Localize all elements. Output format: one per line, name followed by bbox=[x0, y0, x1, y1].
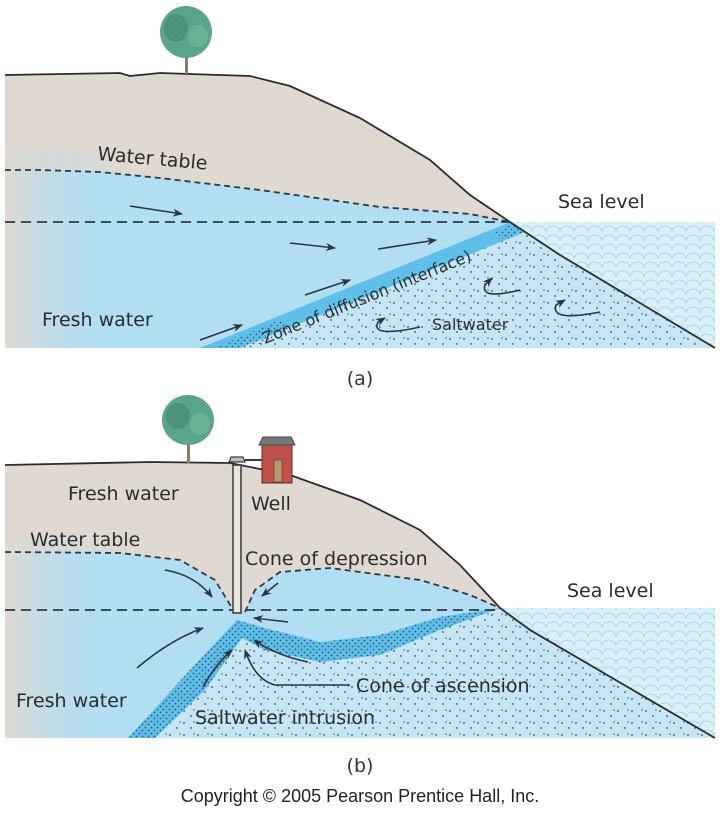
saltwater-dots-a bbox=[200, 222, 715, 348]
well-icon bbox=[228, 456, 262, 614]
tree-icon-b bbox=[162, 395, 214, 463]
cone-of-depression-label: Cone of depression bbox=[245, 548, 428, 570]
well-label: Well bbox=[251, 493, 291, 515]
fresh-water-label-b: Fresh water bbox=[16, 690, 127, 712]
caption-b: (b) bbox=[347, 755, 374, 777]
saltwater-label-a: Saltwater bbox=[432, 315, 509, 334]
water-table-line-b bbox=[4, 551, 501, 613]
cone-of-ascension-label: Cone of ascension bbox=[356, 675, 530, 697]
pump-house-icon bbox=[258, 436, 296, 484]
tree-icon bbox=[160, 6, 212, 74]
interface-dots-a bbox=[215, 320, 290, 348]
fresh-water-top-label-b: Fresh water bbox=[68, 483, 179, 505]
copyright-notice: Copyright © 2005 Pearson Prentice Hall, … bbox=[181, 786, 539, 806]
caption-a: (a) bbox=[347, 368, 373, 390]
saltwater-intrusion-label: Saltwater intrusion bbox=[195, 707, 375, 729]
panel-a: Water table Sea level Fresh water Zone o… bbox=[4, 6, 716, 390]
sea-level-label-b: Sea level bbox=[567, 580, 654, 602]
water-table-label-b: Water table bbox=[30, 529, 140, 551]
flow-arrows-b bbox=[136, 569, 350, 688]
sea-b bbox=[500, 608, 715, 738]
fresh-water-label-a: Fresh water bbox=[42, 309, 153, 331]
panel-b: Fresh water Well Water table Cone of dep… bbox=[4, 395, 716, 777]
sea-level-label-a: Sea level bbox=[558, 191, 645, 213]
interface-band-a bbox=[200, 222, 525, 348]
water-table-line-a bbox=[5, 169, 511, 223]
flow-arrows-a bbox=[129, 205, 601, 341]
saltwater-dots-b bbox=[140, 608, 715, 738]
ground-surface-a bbox=[4, 72, 716, 349]
